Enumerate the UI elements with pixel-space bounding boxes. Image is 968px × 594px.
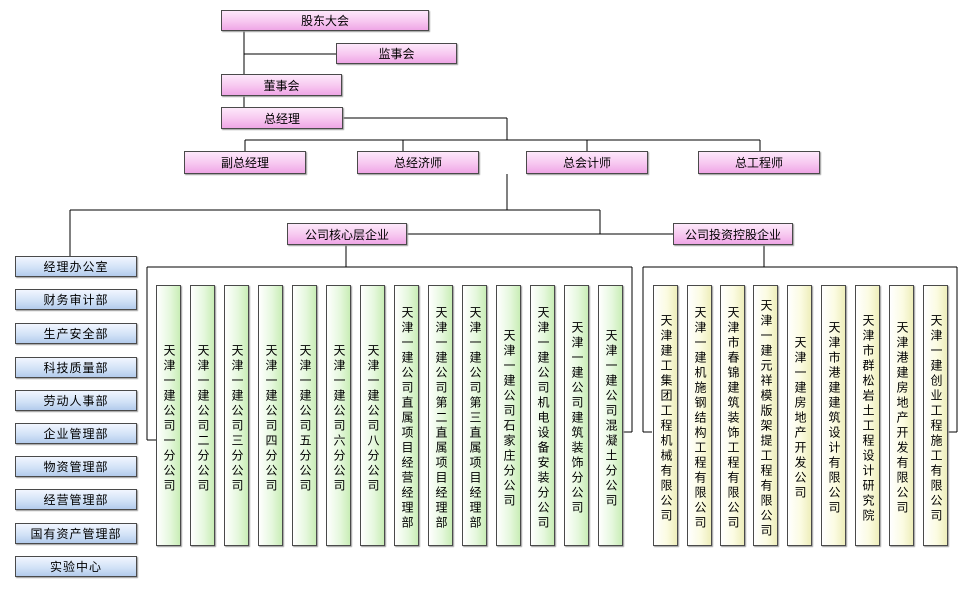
- chief-economist-box: 总经济师: [357, 151, 479, 174]
- supervisory-board-box: 监事会: [336, 43, 457, 64]
- core-company-box: 天津一建公司五分公司: [292, 285, 317, 546]
- department-box: 劳动人事部: [15, 390, 137, 411]
- deputy-gm-box: 副总经理: [184, 151, 306, 174]
- investment-company-box: 天津一建创业工程施工有限公司: [923, 285, 948, 546]
- investment-enterprises-box: 公司投资控股企业: [673, 223, 793, 245]
- core-company-box: 天津一建公司八分公司: [360, 285, 385, 546]
- core-company-box: 天津一建公司第三直属项目经理部: [462, 285, 487, 546]
- core-company-box: 天津一建公司四分公司: [258, 285, 283, 546]
- core-company-box: 天津一建公司直属项目经营经理部: [394, 285, 419, 546]
- investment-company-box: 天津一建机施钢结构工程有限公司: [687, 285, 712, 546]
- core-company-box: 天津一建公司二分公司: [190, 285, 215, 546]
- chief-engineer-box: 总工程师: [698, 151, 820, 174]
- core-company-box: 天津一建公司建筑装饰分公司: [564, 285, 589, 546]
- investment-company-box: 天津市春锦建筑装饰工程有限公司: [720, 285, 745, 546]
- department-box: 企业管理部: [15, 423, 137, 444]
- shareholders-meeting-box: 股东大会: [221, 10, 429, 31]
- investment-company-box: 天津建工集团工程机械有限公司: [653, 285, 678, 546]
- investment-company-box: 天津港建房地产开发有限公司: [889, 285, 914, 546]
- investment-company-box: 天津一建元祥模版架提工程有限公司: [753, 285, 778, 546]
- investment-company-box: 天津市群松岩土工程设计研究院: [855, 285, 880, 546]
- department-box: 财务审计部: [15, 289, 137, 310]
- core-company-box: 天津一建公司三分公司: [224, 285, 249, 546]
- department-box: 国有资产管理部: [15, 523, 137, 544]
- board-of-directors-box: 董事会: [221, 74, 342, 96]
- core-company-box: 天津一建公司第二直属项目经理部: [428, 285, 453, 546]
- core-company-box: 天津一建公司石家庄分公司: [496, 285, 521, 546]
- core-company-box: 天津一建公司机电设备安装分公司: [530, 285, 555, 546]
- chief-accountant-box: 总会计师: [526, 151, 648, 174]
- department-box: 经营管理部: [15, 489, 137, 510]
- investment-company-box: 天津市港建建筑设计有限公司: [821, 285, 846, 546]
- department-box: 实验中心: [15, 556, 137, 577]
- core-company-box: 天津一建公司混凝土分公司: [598, 285, 623, 546]
- general-manager-box: 总经理: [221, 107, 343, 129]
- core-company-box: 天津一建公司一分公司: [156, 285, 181, 546]
- department-box: 科技质量部: [15, 357, 137, 378]
- department-box: 物资管理部: [15, 456, 137, 477]
- department-box: 经理办公室: [15, 256, 137, 277]
- core-company-box: 天津一建公司六分公司: [326, 285, 351, 546]
- investment-company-box: 天津一建房地产开发公司: [787, 285, 812, 546]
- core-enterprises-box: 公司核心层企业: [287, 223, 407, 245]
- department-box: 生产安全部: [15, 323, 137, 344]
